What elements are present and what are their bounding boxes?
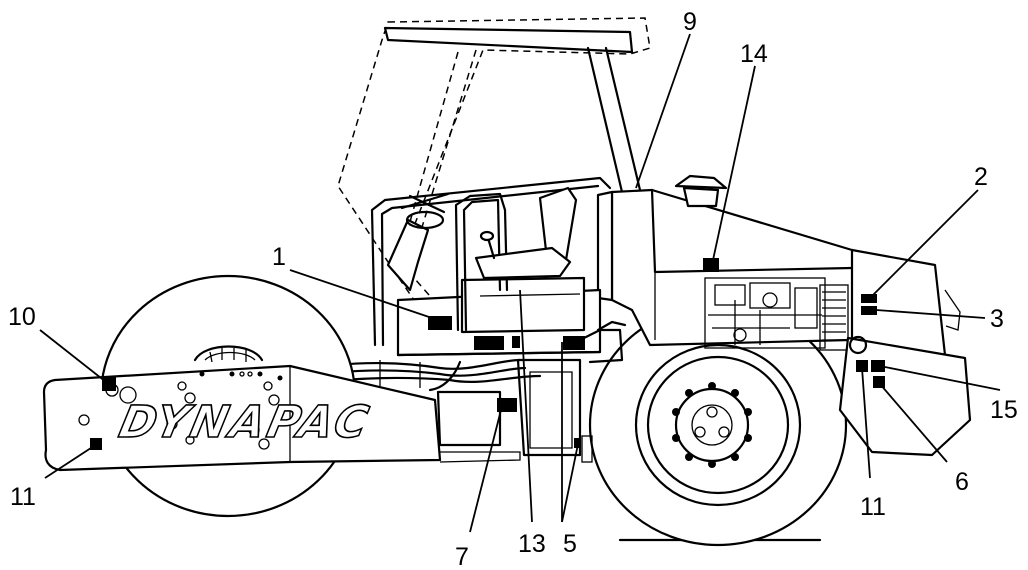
decal-11b [856, 360, 868, 372]
callout-14: 14 [740, 40, 768, 68]
decal-14 [703, 258, 719, 272]
callout-3: 3 [990, 305, 1004, 333]
callout-11b: 11 [860, 493, 886, 521]
engine-block [704, 277, 849, 351]
decal-10 [102, 377, 116, 391]
callout-7: 7 [455, 543, 469, 570]
decal-1 [428, 316, 452, 330]
decal-3 [861, 306, 877, 315]
decal-7 [497, 398, 517, 412]
decal-13a [474, 336, 504, 350]
front-frame [42, 364, 521, 472]
decal-5b [574, 438, 580, 448]
rops-frame [383, 26, 642, 194]
callout-11a: 11 [10, 483, 36, 511]
rear-bumper [838, 336, 972, 457]
callout-6: 6 [955, 468, 969, 496]
operator-station [370, 176, 612, 347]
callout-1: 1 [272, 243, 286, 271]
callout-15: 15 [990, 396, 1018, 424]
tow-pin [848, 335, 868, 355]
leader-lines [39, 33, 1001, 533]
decal-13b [512, 336, 520, 348]
decal-2 [861, 294, 877, 303]
callout-5: 5 [563, 530, 577, 558]
decal-5 [563, 336, 585, 350]
brand-logo: DYNAPAC [115, 397, 376, 447]
decal-markers [90, 258, 885, 450]
callout-labels: 1 2 3 5 6 7 9 10 11 11 13 14 15 [8, 8, 1018, 570]
callout-10: 10 [8, 303, 36, 331]
decal-15 [871, 360, 885, 372]
callout-13: 13 [518, 530, 546, 558]
cab-platform [396, 276, 602, 357]
rops-folded-outline [337, 17, 651, 333]
articulation-joint [436, 320, 627, 463]
callout-2: 2 [974, 163, 988, 191]
decal-6 [873, 376, 885, 388]
callout-9: 9 [683, 8, 697, 36]
